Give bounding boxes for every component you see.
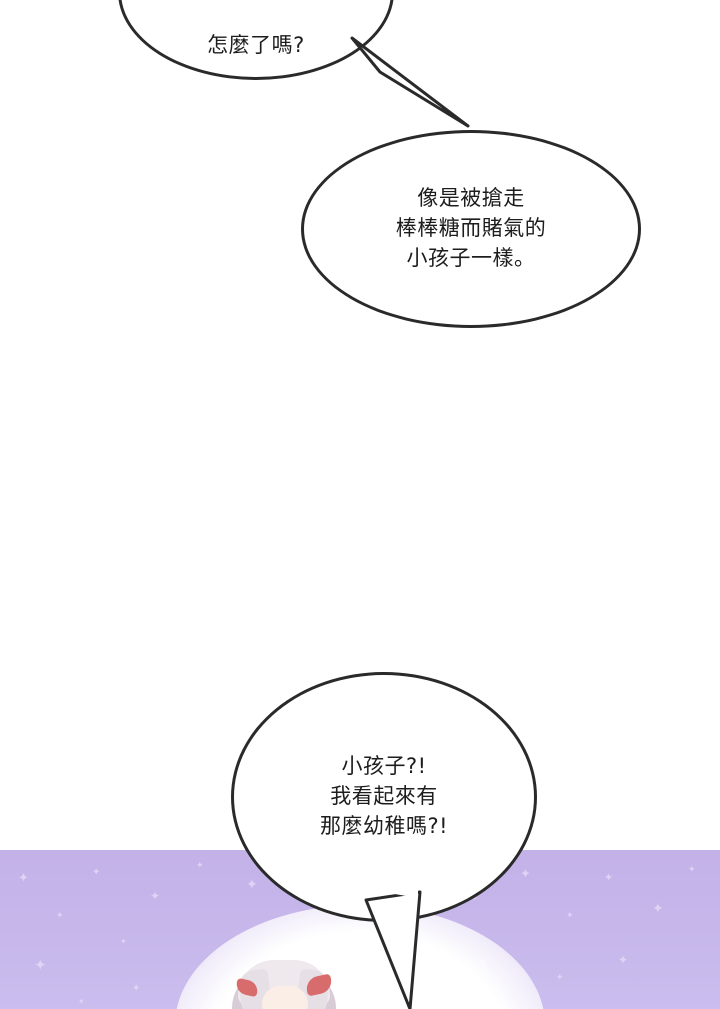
speech-tail-top <box>350 36 470 128</box>
sparkle-icon: ✦ <box>92 867 101 878</box>
speech-bubble-bottom: 小孩子?! 我看起來有 那麼幼稚嗎?! <box>231 672 537 922</box>
sparkle-icon: ✦ <box>618 953 629 967</box>
sparkle-icon: ✦ <box>556 973 564 983</box>
speech-bubble-top: 怎麼了嗎? <box>118 0 394 80</box>
speech-bubble-middle-text: 像是被搶走 棒棒糖而賭氣的 小孩子一樣。 <box>395 186 547 270</box>
sparkle-icon: ✦ <box>120 937 127 946</box>
sparkle-icon: ✦ <box>520 867 531 882</box>
speech-bubble-bottom-text: 小孩子?! 我看起來有 那麼幼稚嗎?! <box>319 754 449 838</box>
sparkle-icon: ✦ <box>652 901 664 917</box>
sparkle-icon: ✦ <box>78 997 85 1006</box>
sparkle-icon: ✦ <box>132 983 141 994</box>
sparkle-icon: ✦ <box>470 893 479 904</box>
character-face <box>262 986 308 1009</box>
sparkle-icon: ✦ <box>566 911 574 921</box>
sparkle-icon: ✦ <box>18 871 29 886</box>
speech-bubble-middle: 像是被搶走 棒棒糖而賭氣的 小孩子一樣。 <box>301 130 641 328</box>
sparkle-icon: ✦ <box>56 911 64 921</box>
sparkle-icon: ✦ <box>150 889 161 903</box>
girl-character <box>232 960 342 1009</box>
sparkle-icon: ✦ <box>246 877 258 893</box>
sparkle-icon: ✦ <box>604 871 614 884</box>
sparkle-icon: ✦ <box>196 861 204 871</box>
speech-bubble-top-text: 怎麼了嗎? <box>207 33 305 58</box>
sparkle-icon: ✦ <box>34 956 47 974</box>
sparkle-icon: ✦ <box>688 865 696 875</box>
